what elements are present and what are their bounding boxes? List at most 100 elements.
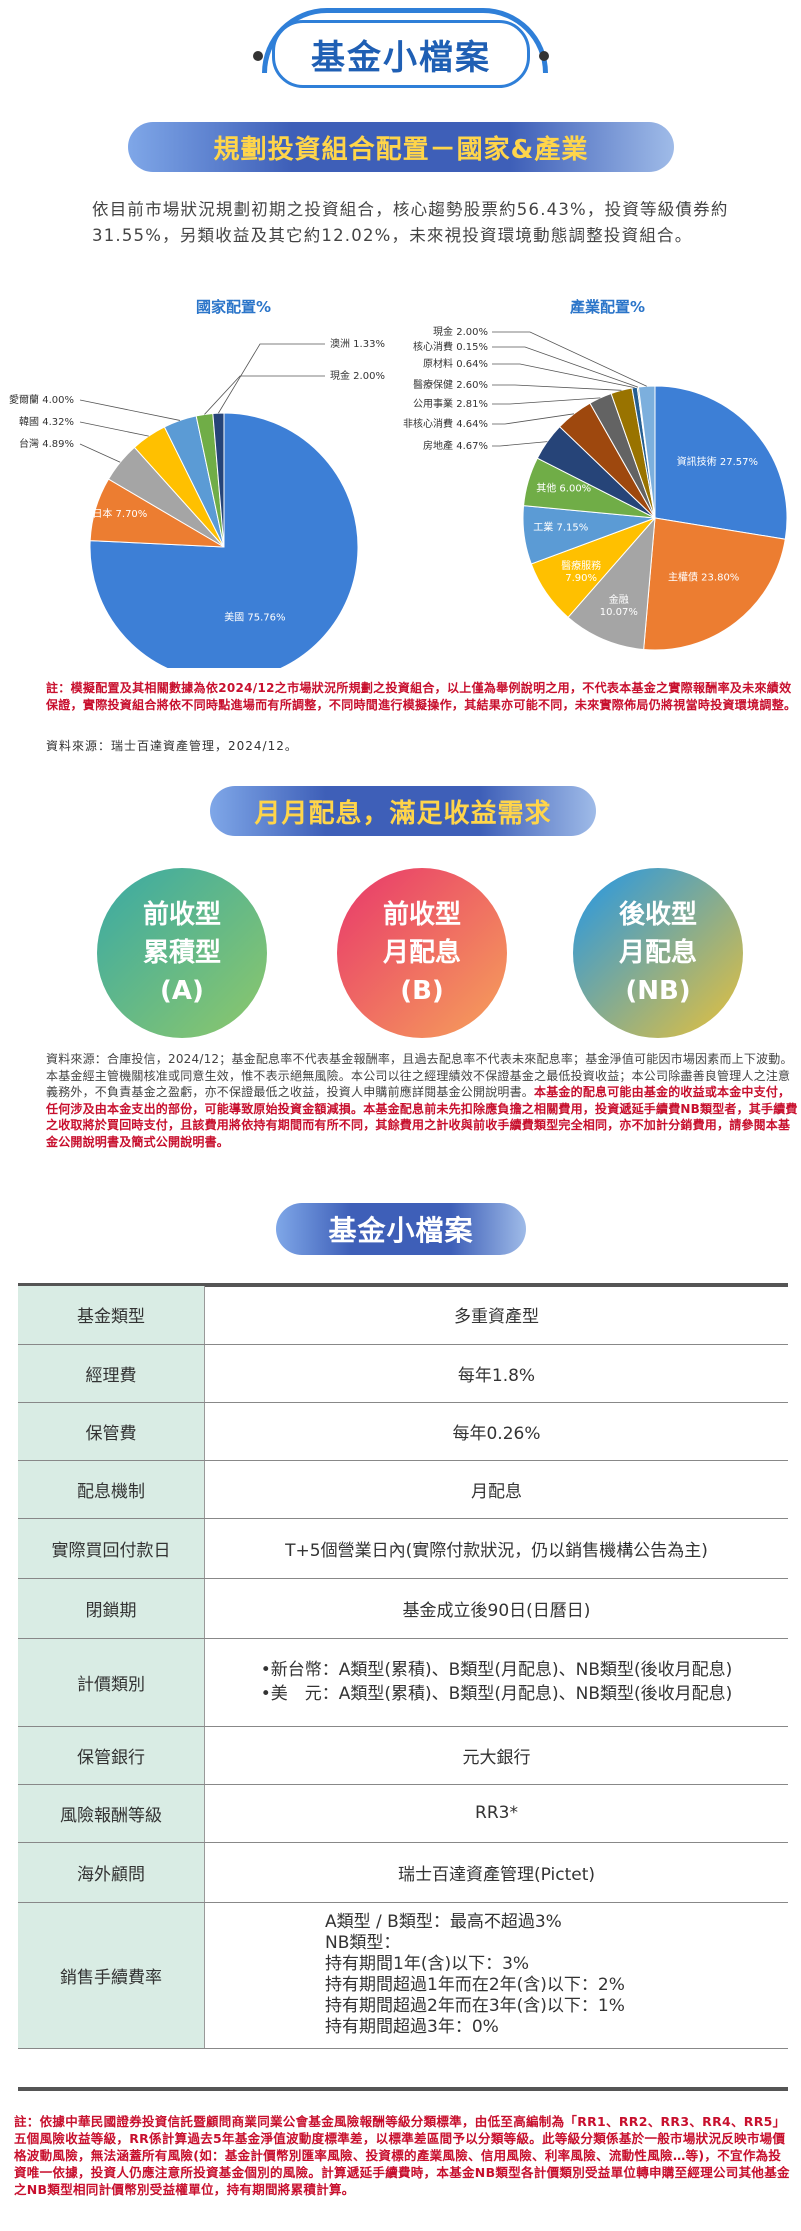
table-top-rule bbox=[18, 1283, 788, 1287]
row-key: 海外顧問 bbox=[18, 1842, 205, 1903]
row-value: RR3* bbox=[204, 1784, 788, 1843]
disclaimer-plain: 資料來源：合庫投信，2024/12；基金配息率不代表基金報酬率，且過去配息率不代… bbox=[46, 1052, 793, 1099]
pie-slice bbox=[643, 517, 786, 651]
leader-line bbox=[492, 441, 548, 447]
pie-data-label: 醫療保健 2.60% bbox=[413, 378, 488, 391]
pie-slice bbox=[212, 412, 225, 548]
leader-line bbox=[79, 443, 121, 463]
share-class-nb-circle: 後收型 月配息 (NB) bbox=[573, 868, 743, 1038]
share-class-a-circle: 前收型 累積型 (A) bbox=[97, 868, 267, 1038]
circle-line-1: 前收型 bbox=[142, 900, 221, 930]
allocation-charts: 美國 75.76%日本 7.70%台灣 4.89%韓國 4.32%愛爾蘭 4.0… bbox=[9, 325, 788, 668]
section-banner-monthly: 月月配息，滿足收益需求 bbox=[210, 786, 596, 836]
industry-pie: 資訊技術 27.57%主權債 23.80%金融10.07%醫療服務7.90%工業… bbox=[403, 325, 788, 651]
country-pie: 美國 75.76%日本 7.70%台灣 4.89%韓國 4.32%愛爾蘭 4.0… bbox=[9, 337, 385, 668]
pie-data-label: 韓國 4.32% bbox=[19, 416, 74, 428]
fee-line: 持有期間超過1年而在2年(含)以下：2% bbox=[325, 1975, 625, 1995]
table-row: 配息機制月配息 bbox=[18, 1460, 788, 1519]
share-class-b-circle: 前收型 月配息 (B) bbox=[337, 868, 507, 1038]
industry-chart-title: 產業配置% bbox=[570, 298, 646, 316]
row-value: 多重資產型 bbox=[204, 1286, 788, 1345]
row-value: 基金成立後90日(日曆日) bbox=[204, 1578, 788, 1639]
circle-line-3: (A) bbox=[160, 976, 204, 1006]
section-banner-allocation: 規劃投資組合配置－國家&產業 bbox=[128, 122, 674, 172]
fee-line: 持有期間1年(含)以下：3% bbox=[325, 1954, 530, 1974]
pie-slice bbox=[654, 385, 788, 540]
pie-slice bbox=[567, 516, 656, 651]
table-bottom-rule bbox=[18, 2087, 788, 2091]
leader-line bbox=[492, 384, 622, 391]
intro-text: 依目前市場狀況規劃初期之投資組合，核心趨勢股票約56.43%，投資等級債券約31… bbox=[92, 200, 729, 245]
risk-rating-note: 註：依據中華民國證券投資信託暨顧問商業同業公會基金風險報酬等級分類標準，由低至高… bbox=[14, 2114, 790, 2197]
table-row: 銷售手續費率 A類型 / B類型：最高不超過3% NB類型： 持有期間1年(含)… bbox=[18, 1902, 788, 2049]
row-key: 保管費 bbox=[18, 1402, 205, 1461]
table-row: 基金類型多重資產型 bbox=[18, 1286, 788, 1345]
pie-data-label: 愛爾蘭 4.00% bbox=[9, 393, 74, 406]
fee-line: NB類型： bbox=[325, 1933, 401, 1953]
leader-line bbox=[492, 397, 601, 405]
pie-data-label: 日本 7.70% bbox=[92, 507, 147, 520]
row-value-fees: A類型 / B類型：最高不超過3% NB類型： 持有期間1年(含)以下：3% 持… bbox=[204, 1902, 788, 2049]
pie-data-label: 房地產 4.67% bbox=[423, 439, 488, 452]
circle-line-3: (NB) bbox=[625, 976, 691, 1006]
row-key: 閉鎖期 bbox=[18, 1578, 205, 1639]
table-row: 閉鎖期基金成立後90日(日曆日) bbox=[18, 1578, 788, 1639]
country-chart-title: 國家配置% bbox=[196, 298, 272, 316]
leader-line bbox=[79, 421, 149, 437]
row-key: 配息機制 bbox=[18, 1460, 205, 1519]
table-row: 保管費每年0.26% bbox=[18, 1402, 788, 1461]
circle-line-2: 月配息 bbox=[382, 938, 461, 968]
leader-line bbox=[492, 331, 647, 387]
pie-data-label: 非核心消費 4.64% bbox=[403, 417, 488, 430]
row-key: 保管銀行 bbox=[18, 1726, 205, 1785]
row-key: 基金類型 bbox=[18, 1286, 205, 1345]
simulation-note: 註：模擬配置及其相關數據為依2024/12之市場狀況所規劃之投資組合，以上僅為舉… bbox=[46, 681, 797, 712]
leader-line bbox=[492, 363, 635, 388]
row-key: 實際買回付款日 bbox=[18, 1518, 205, 1579]
source-note-1: 資料來源：瑞士百達資產管理，2024/12。 bbox=[46, 739, 298, 753]
row-key: 風險報酬等級 bbox=[18, 1784, 205, 1843]
pie-data-label: 現金 2.00% bbox=[433, 325, 488, 338]
row-key: 銷售手續費率 bbox=[18, 1902, 205, 2049]
leader-line bbox=[492, 346, 638, 388]
table-row: 保管銀行元大銀行 bbox=[18, 1726, 788, 1785]
pie-data-label: 其他 6.00% bbox=[536, 482, 591, 495]
fund-profile-table: 基金類型多重資產型 經理費每年1.8% 保管費每年0.26% 配息機制月配息 實… bbox=[18, 1286, 788, 2049]
leader-line bbox=[492, 413, 575, 425]
page-title: 基金小檔案 bbox=[253, 20, 549, 88]
disclaimer-red: 本基金的配息可能由基金的收益或本金中支付，任何涉及由本金支出的部份，可能導致原始… bbox=[46, 1085, 798, 1149]
row-value: 每年0.26% bbox=[204, 1402, 788, 1461]
pie-data-label: 工業 7.15% bbox=[533, 520, 588, 533]
row-key: 計價類別 bbox=[18, 1638, 205, 1727]
pie-data-label: 澳洲 1.33% bbox=[330, 337, 385, 350]
row-value: 元大銀行 bbox=[204, 1726, 788, 1785]
dividend-disclaimer: 資料來源：合庫投信，2024/12；基金配息率不代表基金報酬率，且過去配息率不代… bbox=[46, 1051, 798, 1150]
pie-data-label: 金融 bbox=[609, 593, 629, 606]
row-value: 月配息 bbox=[204, 1460, 788, 1519]
pie-data-label: 台灣 4.89% bbox=[19, 437, 74, 450]
circle-line-2: 累積型 bbox=[142, 938, 221, 968]
circle-line-1: 前收型 bbox=[382, 900, 461, 930]
pie-data-label: 10.07% bbox=[600, 607, 638, 618]
circle-line-1: 後收型 bbox=[618, 900, 697, 930]
pie-data-label: 醫療服務 bbox=[561, 559, 601, 572]
leader-line bbox=[204, 375, 325, 415]
currency-line-twd: •新台幣：A類型(累積)、B類型(月配息)、NB類型(後收月配息) bbox=[260, 1660, 733, 1680]
pie-slice bbox=[637, 385, 656, 519]
row-value: 每年1.8% bbox=[204, 1344, 788, 1403]
fee-line: 持有期間超過3年：0% bbox=[325, 2017, 499, 2037]
row-key: 經理費 bbox=[18, 1344, 205, 1403]
row-value: T+5個營業日內(實際付款狀況，仍以銷售機構公告為主) bbox=[204, 1518, 788, 1579]
pie-data-label: 現金 2.00% bbox=[330, 369, 385, 382]
currency-line-usd: •美 元：A類型(累積)、B類型(月配息)、NB類型(後收月配息) bbox=[260, 1684, 733, 1704]
table-row: 計價類別 •新台幣：A類型(累積)、B類型(月配息)、NB類型(後收月配息) •美 … bbox=[18, 1638, 788, 1727]
fee-line: 持有期間超過2年而在3年(含)以下：1% bbox=[325, 1996, 625, 2016]
pie-data-label: 核心消費 0.15% bbox=[413, 340, 488, 353]
section-banner-fund-profile: 基金小檔案 bbox=[276, 1203, 526, 1255]
leader-line bbox=[79, 399, 181, 421]
row-value: •新台幣：A類型(累積)、B類型(月配息)、NB類型(後收月配息) •美 元：A類… bbox=[204, 1638, 788, 1727]
table-row: 海外顧問瑞士百達資產管理(Pictet) bbox=[18, 1842, 788, 1903]
fee-line: A類型 / B類型：最高不超過3% bbox=[325, 1912, 562, 1932]
